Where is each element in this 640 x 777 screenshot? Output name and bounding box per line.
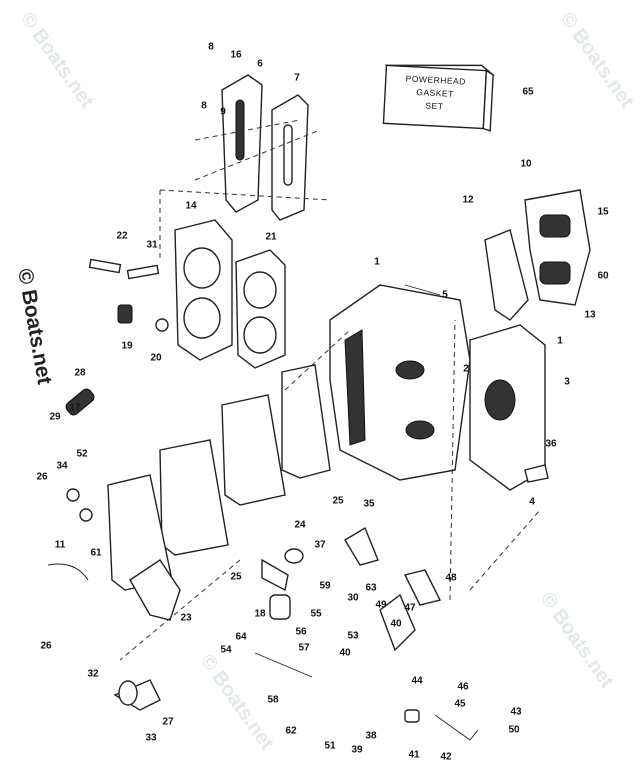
callout-labels: 8166789651012151422312115601311920232817… [36, 42, 609, 763]
callout-58: 58 [267, 695, 279, 706]
callout-39: 39 [351, 745, 363, 756]
watermark: © Boats.net [536, 588, 618, 692]
callout-15: 15 [597, 207, 609, 218]
callout-65: 65 [522, 87, 534, 98]
callout-7: 7 [294, 73, 300, 84]
callout-23: 23 [180, 613, 192, 624]
callout-48: 48 [445, 573, 457, 584]
callout-57: 57 [298, 643, 310, 654]
callout-63: 63 [365, 583, 377, 594]
transfer-port-cover [159, 74, 331, 260]
callout-49: 49 [375, 600, 387, 611]
callout-42: 42 [440, 752, 452, 763]
callout-46: 46 [457, 682, 469, 693]
callout-43: 43 [510, 707, 522, 718]
callout-37: 37 [314, 540, 326, 551]
callout-3: 3 [564, 377, 570, 388]
small-parts [47, 319, 549, 741]
callout-45: 45 [454, 699, 466, 710]
callout-34: 34 [56, 461, 68, 472]
callout-52: 52 [76, 449, 88, 460]
cylinder-head [88, 219, 286, 369]
callout-6: 6 [257, 59, 263, 70]
callout-16: 16 [230, 50, 242, 61]
callout-19: 19 [121, 341, 133, 352]
callout-5: 5 [442, 290, 448, 301]
callout-36: 36 [545, 439, 557, 450]
callout-47: 47 [404, 603, 416, 614]
callout-25: 25 [230, 572, 242, 583]
callout-27: 27 [162, 717, 174, 728]
callout-24: 24 [294, 520, 306, 531]
callout-56: 56 [295, 627, 307, 638]
callout-44: 44 [411, 676, 423, 687]
callout-35: 35 [363, 499, 375, 510]
watermark: © Boats.net [196, 650, 278, 754]
callout-51: 51 [324, 741, 336, 752]
callout-8: 8 [201, 101, 207, 112]
callout-11: 11 [55, 540, 66, 551]
callout-33: 33 [145, 733, 157, 744]
cylinder-block [329, 284, 546, 491]
callout-26: 26 [36, 472, 48, 483]
callout-13: 13 [584, 310, 596, 321]
watermark-dark: © Boats.net [13, 267, 56, 386]
kit-label-line: SET [425, 100, 444, 111]
watermark: © Boats.net [16, 8, 98, 112]
callout-40: 40 [390, 619, 402, 630]
callout-26: 26 [40, 641, 52, 652]
callout-32: 32 [87, 669, 99, 680]
callout-29: 29 [49, 412, 61, 423]
callout-12: 12 [462, 195, 474, 206]
callout-62: 62 [285, 726, 297, 737]
callout-31: 31 [146, 240, 158, 251]
exhaust-plates [107, 329, 351, 661]
callout-21: 21 [265, 232, 277, 243]
callout-38: 38 [365, 731, 377, 742]
callout-10: 10 [520, 159, 532, 170]
powerhead-gasket-set-box: POWERHEAD GASKET SET [382, 64, 496, 132]
kit-label-line: POWERHEAD [405, 73, 466, 86]
callout-8: 8 [208, 42, 214, 53]
callout-64: 64 [235, 632, 247, 643]
intake-manifold [484, 189, 591, 321]
callout-55: 55 [310, 609, 322, 620]
callout-17: 17 [69, 403, 81, 414]
callout-9: 9 [220, 107, 226, 118]
callout-53: 53 [347, 631, 359, 642]
callout-20: 20 [150, 353, 162, 364]
callout-18: 18 [254, 609, 266, 620]
callout-1: 1 [557, 336, 563, 347]
callout-2: 2 [463, 364, 469, 375]
callout-50: 50 [508, 725, 520, 736]
callout-59: 59 [319, 581, 331, 592]
callout-22: 22 [116, 231, 128, 242]
callout-60: 60 [597, 271, 609, 282]
callout-40: 40 [339, 648, 351, 659]
kit-label-line: GASKET [416, 87, 454, 99]
callout-61: 61 [90, 548, 102, 559]
callout-14: 14 [185, 201, 197, 212]
callout-4: 4 [529, 497, 535, 508]
watermark: © Boats.net [556, 8, 638, 112]
callout-41: 41 [408, 750, 420, 761]
callout-25: 25 [332, 496, 344, 507]
callout-1: 1 [374, 257, 380, 268]
callout-54: 54 [220, 645, 232, 656]
callout-30: 30 [347, 593, 359, 604]
callout-28: 28 [74, 368, 86, 379]
